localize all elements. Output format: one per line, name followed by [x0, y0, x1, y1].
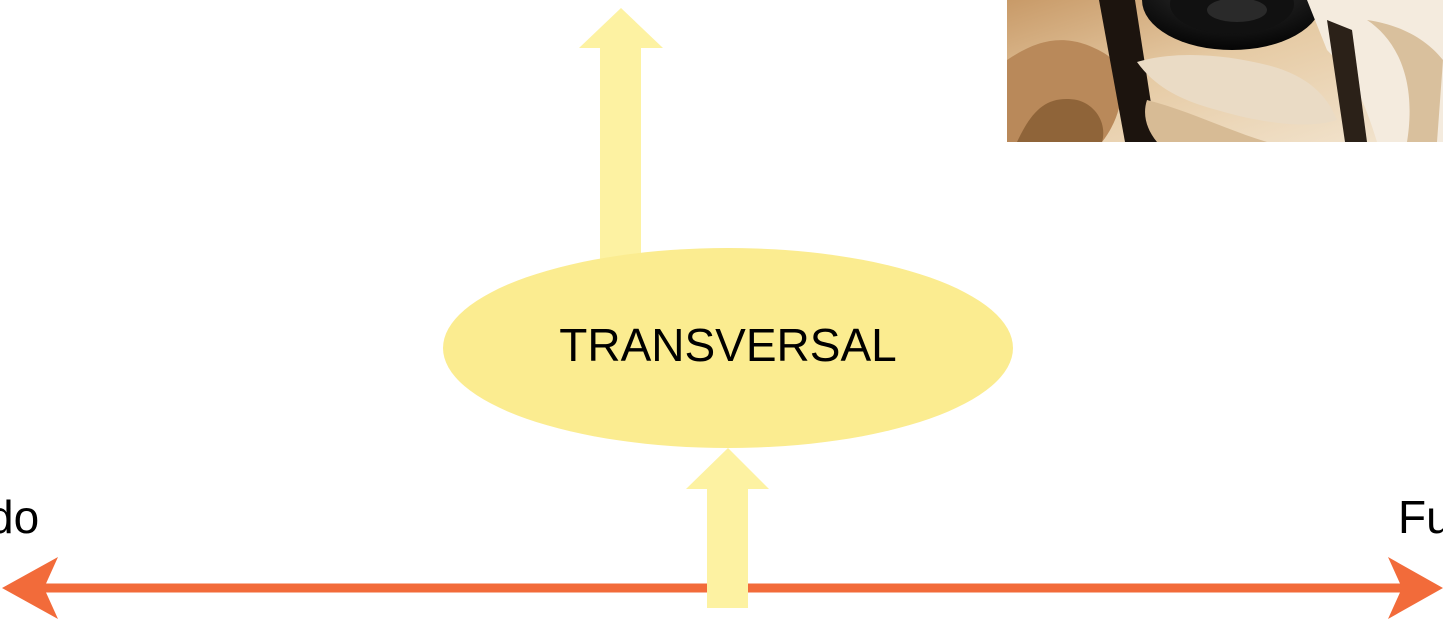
camera-photo — [1007, 0, 1443, 142]
upper-arrow — [579, 8, 663, 266]
right-timeline-label: Fu — [1398, 491, 1443, 543]
timeline-right-head — [1388, 557, 1443, 619]
upper-arrow-head — [579, 8, 663, 48]
lower-arrow — [686, 448, 769, 608]
lower-arrow-shaft — [707, 488, 748, 608]
transversal-ellipse — [443, 248, 1013, 448]
transversal-label: TRANSVERSAL — [559, 319, 897, 371]
lower-arrow-head — [686, 448, 769, 489]
left-timeline-label: do — [0, 491, 40, 543]
upper-arrow-shaft — [600, 48, 641, 266]
timeline-left-head — [2, 557, 58, 619]
